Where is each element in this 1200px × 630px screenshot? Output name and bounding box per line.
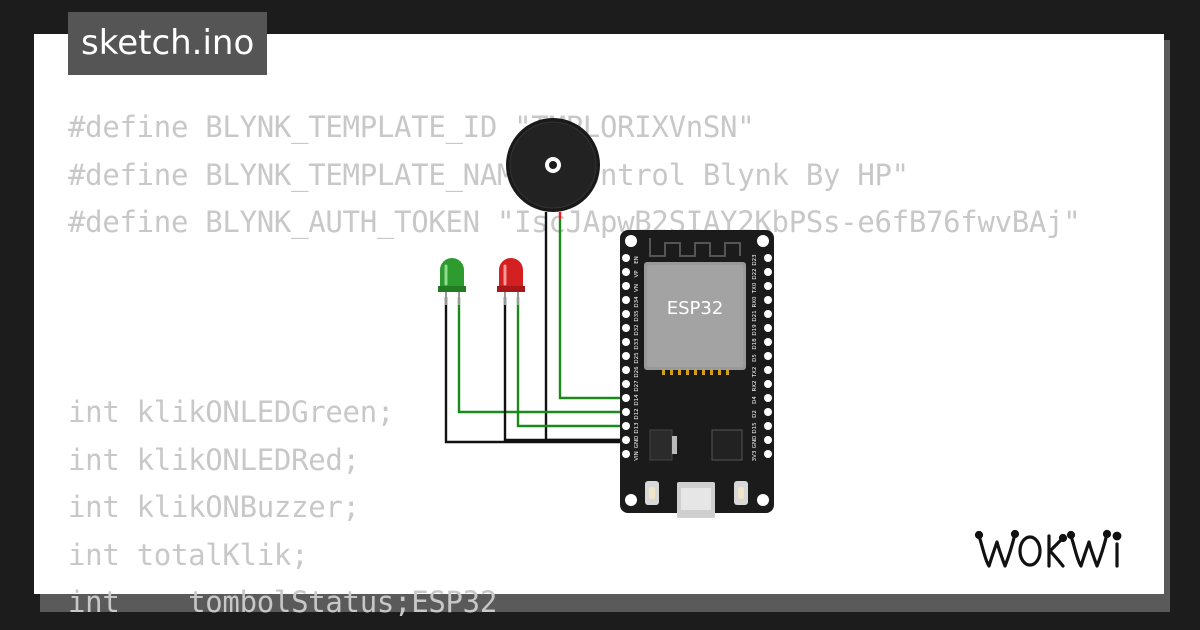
pin-label: TX0	[752, 282, 758, 294]
pin-label: EN	[634, 256, 640, 264]
code-line: int klikONBuzzer;	[68, 490, 360, 524]
wires	[444, 212, 626, 444]
pin-label: D12	[634, 408, 640, 419]
pin-label: D18	[752, 338, 758, 350]
wire-buzzer-gnd	[544, 212, 626, 442]
led-green[interactable]	[438, 258, 466, 305]
pin-label: D21	[752, 310, 758, 321]
code-line: int totalKlik;	[68, 537, 309, 572]
right-pin-holes	[764, 254, 772, 458]
pin-label: D27	[634, 380, 640, 392]
module-pads	[662, 369, 729, 375]
pin-label: VP	[634, 270, 640, 278]
pin-label: D2	[752, 410, 758, 418]
code-line: int klikONLEDRed;	[68, 442, 360, 477]
pin-label: D22	[752, 268, 758, 279]
pin-label: GND	[634, 436, 640, 449]
esp32-board[interactable]: ESP32	[620, 230, 774, 518]
left-pin-holes	[622, 254, 630, 458]
pin-label: D23	[752, 254, 758, 266]
pin-label: RX0	[752, 296, 758, 308]
pin-label: 3V3	[752, 450, 758, 461]
pin-label: D13	[634, 422, 640, 434]
right-pin-labels: D23 D22 TX0 RX0 D21 D19 D18 D5 TX2 RX2 D…	[752, 254, 758, 462]
pin-label: TX2	[752, 367, 758, 379]
wokwi-logo[interactable]	[974, 526, 1150, 576]
pin-label: D5	[752, 354, 758, 362]
led-red[interactable]	[497, 258, 525, 305]
pin-label: GND	[752, 436, 758, 449]
filename-tab[interactable]: sketch.ino	[68, 12, 268, 75]
pin-label: D26	[634, 366, 640, 378]
pin-label: RX2	[752, 380, 758, 391]
pin-label: D19	[752, 324, 758, 336]
pin-label: D25	[634, 352, 640, 364]
wire-led-green-signal	[457, 297, 626, 414]
pin-label: VIN	[634, 451, 640, 461]
buzzer[interactable]	[506, 118, 600, 212]
pin-label: VN	[634, 284, 640, 292]
wire-led-red-gnd	[503, 297, 626, 442]
pin-label: D15	[752, 422, 758, 434]
left-pin-labels: EN VP VN D34 D35 D32 D33 D25 D26 D27 D14…	[634, 256, 640, 461]
pin-label: D32	[634, 324, 640, 335]
pin-label: D33	[634, 338, 640, 350]
code-line: int klikONLEDGreen;	[68, 395, 395, 429]
board-label: ESP32	[667, 298, 724, 319]
wire-led-green-gnd	[444, 297, 626, 444]
code-line: int tombolStatus;ESP32	[68, 585, 497, 619]
pin-label: D14	[634, 394, 640, 406]
pin-label: D4	[752, 396, 758, 404]
wire-led-red-signal	[516, 297, 626, 428]
pin-label: D35	[634, 310, 640, 322]
wire-buzzer-signal-green	[558, 220, 626, 400]
code-line: #define BLYNK_AUTH_TOKEN "IscJApwB2SIAY2…	[68, 205, 1081, 239]
pin-label: D34	[634, 296, 640, 308]
